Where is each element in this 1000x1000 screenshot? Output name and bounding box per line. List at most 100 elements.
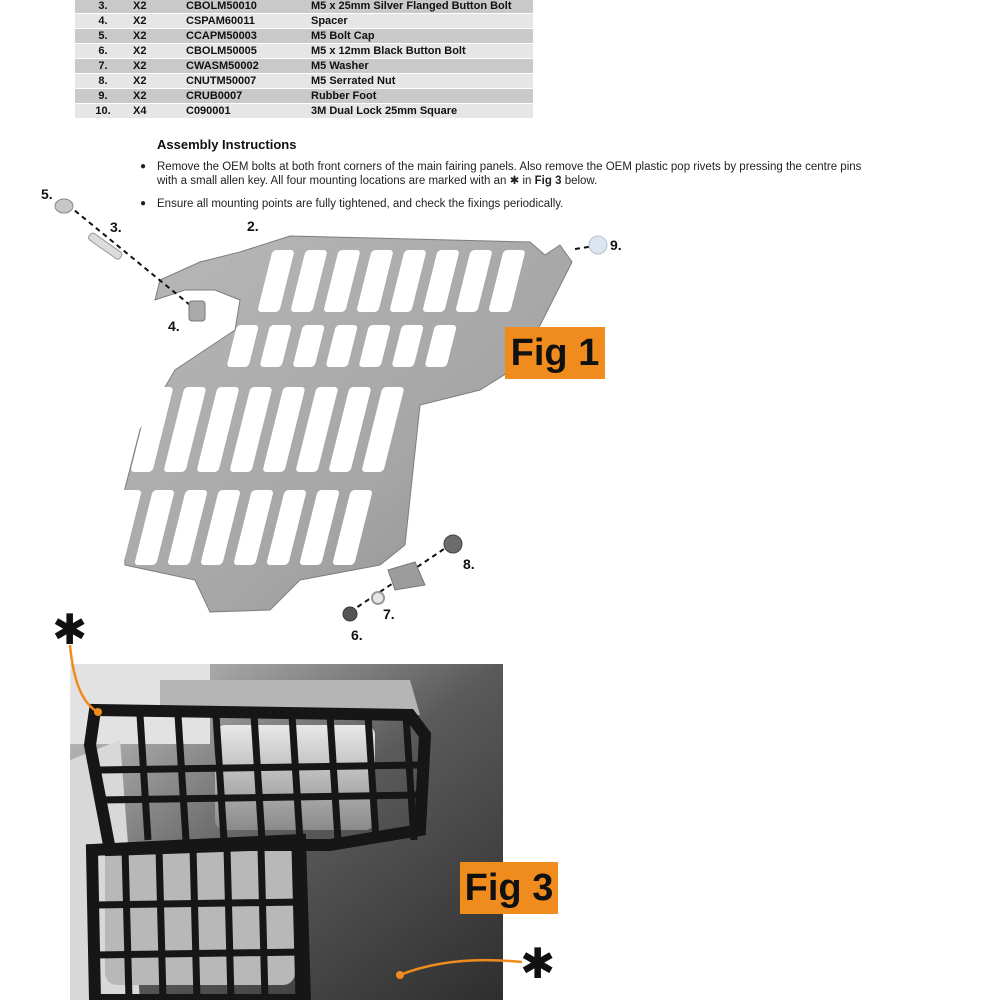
grille-bar xyxy=(326,714,342,841)
part-code: CRUB0007 xyxy=(186,88,311,104)
grille-bar xyxy=(94,948,303,959)
part-code: CWASM50002 xyxy=(186,58,311,74)
guard-slot xyxy=(359,325,391,367)
fig3-guard-frame xyxy=(83,703,432,857)
bolt-cap-part xyxy=(54,198,74,214)
grille-bar xyxy=(212,714,228,841)
flanged-bolt-part xyxy=(88,232,123,260)
part-qty: X2 xyxy=(131,0,186,14)
assembly-heading: Assembly Instructions xyxy=(157,137,297,152)
part-code: CSPAM60011 xyxy=(186,13,311,29)
grille-bar xyxy=(189,847,201,1000)
part-qty: X2 xyxy=(131,73,186,89)
washer-part xyxy=(371,591,385,605)
callout-9: 9. xyxy=(610,237,622,253)
guard-slot xyxy=(102,490,141,565)
guard-slot xyxy=(263,387,305,472)
guard-slot xyxy=(423,250,459,312)
grille-bar xyxy=(99,791,421,804)
guard-slot xyxy=(329,387,371,472)
part-description: 3M Dual Lock 25mm Square xyxy=(311,103,533,118)
grille-bar xyxy=(174,714,190,841)
grille-bar xyxy=(94,898,303,909)
marker-line-bottom xyxy=(399,958,523,977)
guard-slot xyxy=(456,250,492,312)
part-qty: X2 xyxy=(131,43,186,59)
part-qty: X2 xyxy=(131,58,186,74)
asterisk-marker-top: ✱ xyxy=(52,606,88,653)
guard-slot xyxy=(197,387,239,472)
part-code: CCAPM50003 xyxy=(186,28,311,44)
part-description: M5 x 25mm Silver Flanged Button Bolt xyxy=(311,0,533,14)
callout-5: 5. xyxy=(41,186,53,202)
part-qty: X2 xyxy=(131,88,186,104)
black-bolt-part xyxy=(342,606,358,622)
part-number: 6. xyxy=(75,43,131,59)
grille-bar xyxy=(291,847,303,1000)
grille-bar xyxy=(364,714,380,841)
callout-8: 8. xyxy=(463,556,475,572)
part-number: 8. xyxy=(75,73,131,89)
step1-text: Remove the OEM bolts at both front corne… xyxy=(157,161,862,187)
guard-slot xyxy=(333,490,372,565)
part-code: CNUTM50007 xyxy=(186,73,311,89)
guard-slot xyxy=(291,250,327,312)
step2-text: Ensure all mounting points are fully tig… xyxy=(157,198,564,210)
guard-slot xyxy=(489,250,525,312)
guard-slot xyxy=(131,387,173,472)
step1-in: in xyxy=(522,175,532,187)
part-code: CBOLM50010 xyxy=(186,0,311,14)
grille-bar xyxy=(99,761,421,774)
guard-slot xyxy=(135,490,174,565)
step1-end: below. xyxy=(564,175,598,187)
part-description: M5 Bolt Cap xyxy=(311,28,533,44)
guard-slot xyxy=(267,490,306,565)
guard-slot xyxy=(227,325,259,367)
callout-2: 2. xyxy=(247,218,259,234)
guard-slot xyxy=(357,250,393,312)
spacer-part xyxy=(188,300,206,322)
part-description: Spacer xyxy=(311,13,533,29)
part-qty: X2 xyxy=(131,28,186,44)
part-code: C090001 xyxy=(186,103,311,118)
guard-slot xyxy=(201,490,240,565)
part-description: Rubber Foot xyxy=(311,88,533,104)
guard-slot xyxy=(260,325,292,367)
part-number: 7. xyxy=(75,58,131,74)
callout-3: 3. xyxy=(110,219,122,235)
part-description: M5 Serrated Nut xyxy=(311,73,533,89)
grille-bar xyxy=(250,714,266,841)
grille-bar xyxy=(223,847,235,1000)
part-number: 10. xyxy=(75,103,131,118)
guard-slot xyxy=(164,387,206,472)
part-qty: X4 xyxy=(131,103,186,118)
bullet-icon: ● xyxy=(140,161,147,172)
serrated-nut-part xyxy=(443,534,463,554)
guard-slot xyxy=(362,387,404,472)
guard-slots xyxy=(102,250,525,565)
bullet-icon: ● xyxy=(140,198,147,209)
part-description: M5 x 12mm Black Button Bolt xyxy=(311,43,533,59)
guard-slot xyxy=(390,250,426,312)
grille-bar xyxy=(136,714,152,841)
grille-bar xyxy=(121,847,133,1000)
part-number: 4. xyxy=(75,13,131,29)
part-number: 5. xyxy=(75,28,131,44)
guard-slot xyxy=(234,490,273,565)
fig1-label: Fig 1 xyxy=(505,327,605,379)
part-number: 9. xyxy=(75,88,131,104)
part-description: M5 Washer xyxy=(311,58,533,74)
guard-slot xyxy=(258,250,294,312)
fig3-reference: Fig 3 xyxy=(534,175,562,187)
asterisk-marker-bottom: ✱ xyxy=(520,940,556,987)
part-number: 3. xyxy=(75,0,131,14)
guard-slot xyxy=(293,325,325,367)
